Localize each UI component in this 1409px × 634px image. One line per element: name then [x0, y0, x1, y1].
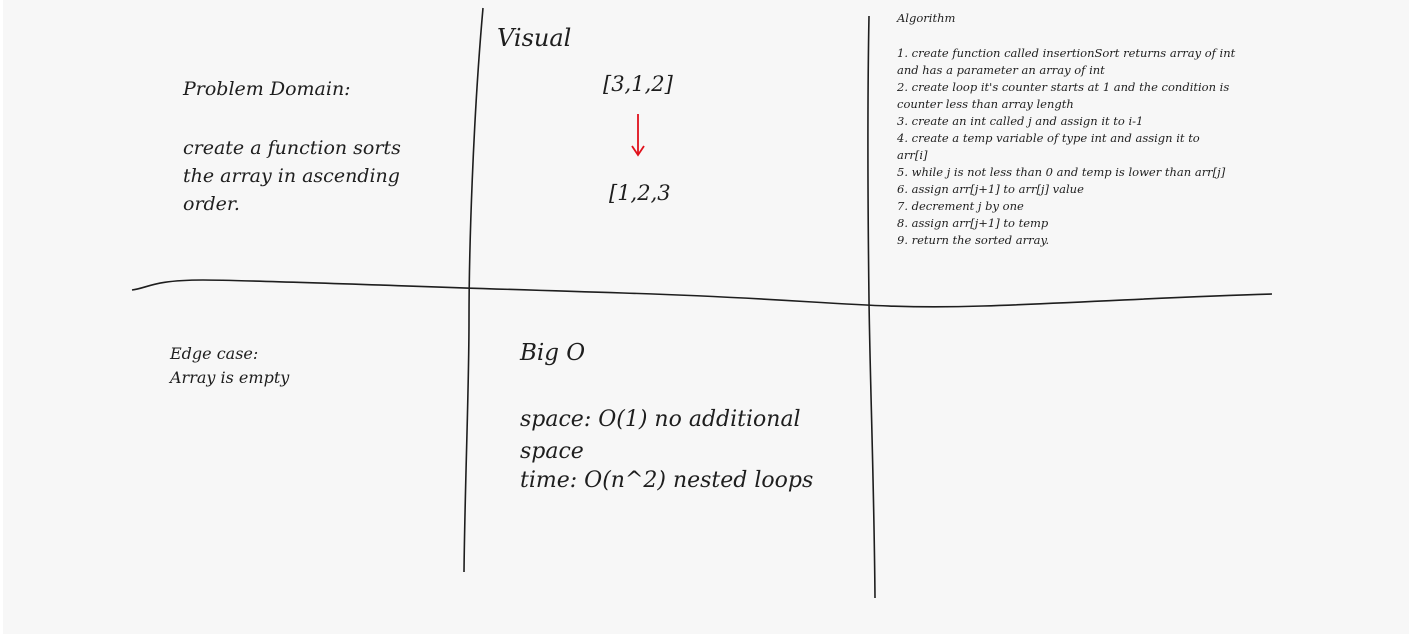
algorithm-step: counter less than array length: [897, 97, 1074, 111]
algorithm-step: 9. return the sorted array.: [897, 233, 1050, 247]
big-o-time: time: O(n^2) nested loops: [520, 468, 814, 493]
vertical-divider-left: [463, 7, 484, 573]
algorithm-step: 7. decrement j by one: [897, 199, 1024, 213]
algorithm-step: arr[i]: [897, 148, 928, 162]
algorithm-title: Algorithm: [897, 11, 956, 25]
algorithm-step: 3. create an int called j and assign it …: [897, 114, 1144, 128]
visual-output-array: [1,2,3: [609, 181, 671, 205]
problem-domain-text: create a function sorts the array in asc…: [183, 137, 401, 215]
algorithm-step: 6. assign arr[j+1] to arr[j] value: [897, 182, 1084, 196]
visual-title: Visual: [497, 24, 572, 52]
algorithm-step: 8. assign arr[j+1] to temp: [897, 216, 1049, 230]
big-o-title: Big O: [520, 340, 586, 366]
visual-input-array: [3,1,2]: [603, 72, 673, 96]
edge-case-title: Edge case:: [170, 344, 259, 363]
vertical-divider-right: [867, 15, 876, 599]
horizontal-divider: [131, 279, 1273, 308]
algorithm-step: and has a parameter an array of int: [897, 63, 1105, 77]
algorithm-steps: 1. create function called insertionSort …: [897, 45, 1257, 249]
algorithm-step: 5. while j is not less than 0 and temp i…: [897, 165, 1226, 179]
edge-case-text: Array is empty: [170, 368, 290, 387]
algorithm-step: 4. create a temp variable of type int an…: [897, 131, 1200, 145]
big-o-space: space: O(1) no additional space: [520, 407, 801, 464]
problem-domain-title: Problem Domain:: [183, 78, 351, 100]
algorithm-step: 1. create function called insertionSort …: [897, 46, 1236, 60]
grid-lines: [131, 7, 1273, 599]
down-arrow-icon: [631, 114, 645, 157]
algorithm-step: 2. create loop it's counter starts at 1 …: [897, 80, 1230, 94]
